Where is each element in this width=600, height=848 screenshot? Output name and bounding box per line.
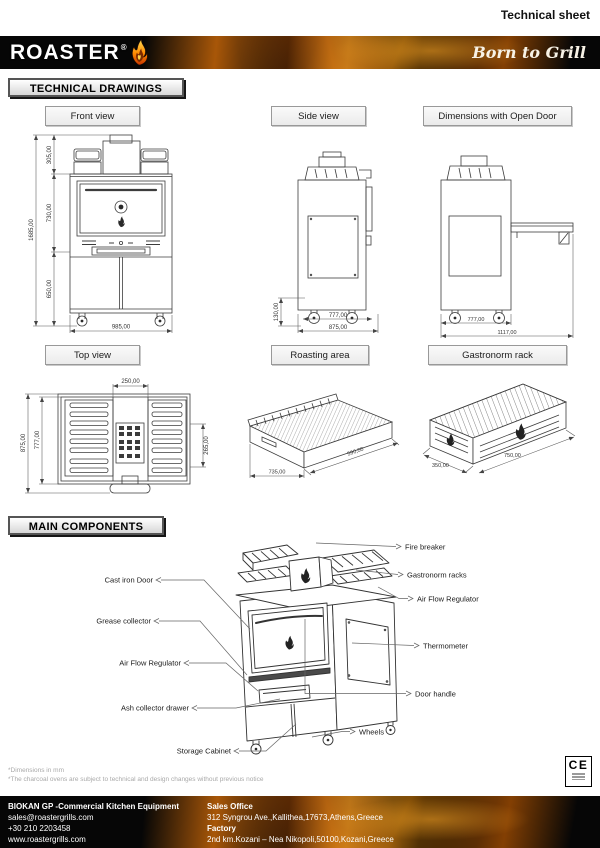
main-components-diagram: Fire breaker Gastronorm racks Air Flow R…: [96, 543, 479, 756]
ce-small-text-line: [572, 773, 585, 775]
top-dim-inner-depth: 777,00: [35, 430, 41, 449]
footer-email: sales@roastergrills.com: [8, 813, 94, 822]
sheet-title: Technical sheet: [500, 8, 590, 22]
front-dim-cabinet-section: 650,00: [47, 279, 53, 298]
footer-company-column: BIOKAN GP -Commercial Kitchen Equipment …: [8, 801, 179, 845]
front-view-drawing: 1685,00 305,00 730,00 650,00 985,00: [29, 134, 173, 333]
brand-banner: ROASTER® Born to Grill: [0, 36, 600, 69]
component-label-air-flow-regulator-right: Air Flow Regulator: [417, 595, 479, 604]
gastronorm-rack-drawing: 350,00 750,00: [422, 383, 576, 474]
section-header-technical-drawings-label: TECHNICAL DRAWINGS: [29, 83, 163, 95]
footer-website: www.roastergrills.com: [8, 835, 86, 844]
top-dim-total-depth: 875,00: [21, 433, 27, 452]
registered-mark: ®: [120, 43, 128, 52]
footnote-disclaimer: *The charcoal ovens are subject to techn…: [8, 776, 264, 783]
logo-text: ROASTER: [10, 40, 120, 64]
side-dim-inner-depth: 777,00: [329, 313, 348, 319]
view-label-side: Side view: [271, 106, 366, 126]
front-dim-oven-section: 730,00: [47, 203, 53, 222]
side-dim-total-depth: 875,00: [329, 325, 348, 331]
component-label-gastronorm-racks: Gastronorm racks: [407, 571, 467, 580]
view-label-gastronorm-rack: Gastronorm rack: [428, 345, 567, 365]
brand-tagline: Born to Grill: [472, 43, 586, 62]
ce-mark: CE: [568, 758, 589, 772]
open-door-dim-body-depth: 777,00: [468, 317, 485, 323]
footnote-dimensions: *Dimensions in mm: [8, 767, 64, 774]
ce-small-text-line: [572, 776, 585, 778]
footer-factory-address: 2nd km.Kozani – Nea Nikopoli,50100,Kozan…: [207, 835, 394, 844]
footer-factory-label: Factory: [207, 824, 236, 833]
component-label-fire-breaker: Fire breaker: [405, 543, 446, 552]
top-dim-chimney-width: 250,00: [121, 379, 140, 385]
view-label-top: Top view: [45, 345, 140, 365]
roasting-dim-width: 735,00: [269, 470, 286, 476]
section-header-main-components: MAIN COMPONENTS: [8, 516, 164, 535]
footer-sales-office-address: 312 Syngrou Ave.,Kallithea,17673,Athens,…: [207, 813, 383, 822]
top-view-drawing: 250,00 265,00 875,00 777,00: [21, 379, 210, 494]
component-label-wheels: Wheels: [359, 728, 384, 737]
component-label-storage-cabinet: Storage Cabinet: [177, 747, 232, 756]
rack-dim-width: 350,00: [432, 463, 449, 469]
ce-small-text-line: [572, 778, 585, 781]
rack-dim-length: 750,00: [504, 453, 521, 459]
footer-address-column: Sales Office 312 Syngrou Ave.,Kallithea,…: [207, 801, 394, 845]
open-door-dim-total: 1117,00: [497, 330, 516, 336]
front-dim-width: 985,00: [112, 325, 131, 331]
component-label-door-handle: Door handle: [415, 690, 456, 699]
component-label-ash-collector-drawer: Ash collector drawer: [121, 704, 189, 713]
open-door-drawing: 777,00 1117,00: [440, 155, 574, 338]
view-label-front: Front view: [45, 106, 140, 126]
view-label-roasting-area: Roasting area: [271, 345, 369, 365]
roasting-area-drawing: 735,00 590,00: [247, 393, 400, 478]
footer-phone: +30 210 2203458: [8, 824, 71, 833]
section-header-technical-drawings: TECHNICAL DRAWINGS: [8, 78, 184, 97]
roaster-logo: ROASTER®: [10, 38, 148, 66]
component-label-cast-iron-door: Cast iron Door: [105, 576, 154, 585]
footer-bar: BIOKAN GP -Commercial Kitchen Equipment …: [0, 796, 600, 848]
view-label-open-door: Dimensions with Open Door: [423, 106, 572, 126]
ce-mark-box: CE: [565, 756, 592, 787]
side-view-drawing: 130,00 777,00 875,00: [274, 151, 379, 333]
footer-sales-office-label: Sales Office: [207, 802, 253, 811]
component-label-thermometer: Thermometer: [423, 642, 469, 651]
front-dim-total-height: 1685,00: [29, 219, 35, 241]
component-label-air-flow-regulator-left: Air Flow Regulator: [119, 659, 181, 668]
roasting-dim-depth: 590,00: [347, 446, 365, 457]
front-dim-top-section: 305,00: [47, 145, 53, 164]
section-header-main-components-label: MAIN COMPONENTS: [28, 521, 144, 533]
top-dim-side-opening: 265,00: [204, 436, 210, 455]
footnotes: *Dimensions in mm *The charcoal ovens ar…: [8, 766, 263, 784]
component-label-grease-collector: Grease collector: [96, 617, 151, 626]
footer-company: BIOKAN GP -Commercial Kitchen Equipment: [8, 802, 179, 811]
side-dim-caster-height: 130,00: [274, 302, 280, 321]
flame-icon: [131, 38, 148, 65]
